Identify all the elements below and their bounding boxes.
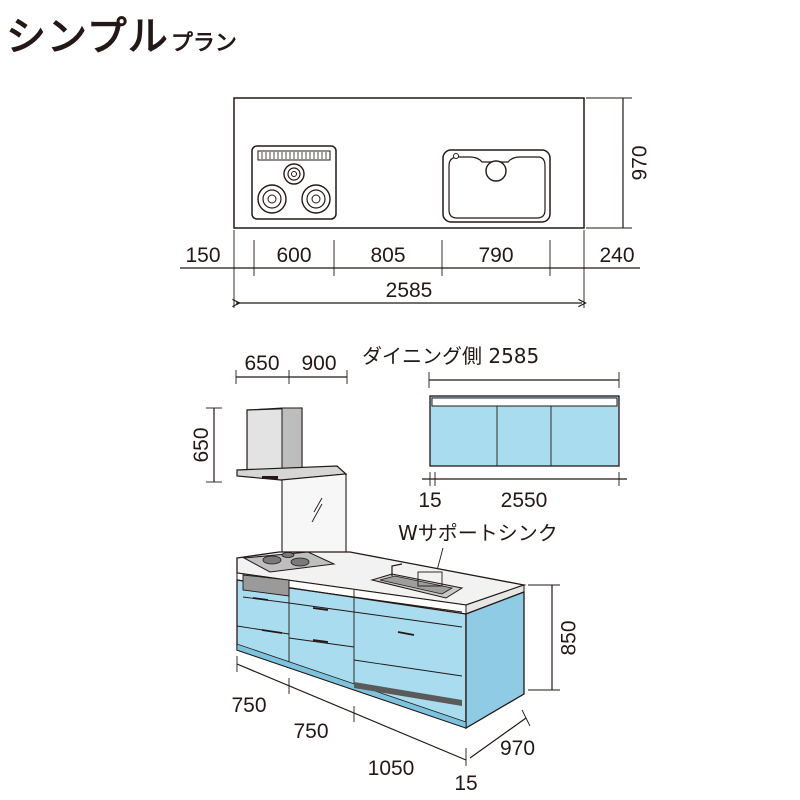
kitchen-depth-label: 970 [500, 737, 535, 760]
burner-icon [257, 163, 331, 214]
plan-title: シンプルプラン [6, 4, 237, 62]
kitchen-width-2: 750 [293, 720, 328, 743]
plan-depth-label: 970 [628, 145, 651, 180]
plan-segment-4: 790 [478, 244, 513, 267]
plan-segment-5: 240 [599, 244, 634, 267]
plan-title-sub: プラン [170, 31, 237, 56]
plan-segment-2: 600 [276, 244, 311, 267]
kitchen-perspective [236, 407, 527, 730]
sink-bowl [442, 149, 551, 223]
kitchen-width-dimensions: 750 750 1050 [231, 656, 467, 780]
stove-top [251, 145, 337, 220]
glass-panel [281, 473, 347, 558]
kitchen-width-3: 1050 [368, 757, 415, 780]
plan-segment-3: 805 [370, 244, 405, 267]
kitchen-height-label: 850 [557, 620, 580, 655]
sink-label: Wサポートシンク [398, 521, 558, 545]
cabinet-handles [252, 597, 415, 643]
kitchen-depth-dimension: 970 15 [454, 709, 535, 795]
stove-top [242, 551, 336, 573]
plan-title-main: シンプル [6, 14, 169, 60]
hood-width-a: 650 [244, 352, 279, 375]
kitchen-height-dimension: 850 [528, 584, 580, 691]
plan-view: 970 150 600 805 790 240 2585 [180, 97, 651, 308]
kitchen-width-1: 750 [231, 694, 266, 717]
sink-bowl [370, 563, 464, 599]
dining-side-label: ダイニング側 2585 [362, 344, 539, 368]
plan-total-label: 2585 [386, 279, 433, 302]
kitchen-end-gap: 15 [454, 772, 477, 795]
dining-left-gap: 15 [418, 489, 441, 512]
cabinet-side [465, 591, 525, 730]
dining-cabinet: ダイニング側 2585 15 2550 [362, 344, 627, 512]
plan-segment-1: 150 [185, 244, 220, 267]
plan-width-dimensions: 150 600 805 790 240 2585 [180, 230, 640, 308]
hood-width-b: 900 [301, 352, 336, 375]
depth-dimension: 970 [586, 97, 651, 229]
dining-width: 2550 [501, 489, 548, 512]
hood-dimensions: 650 900 650 [190, 352, 348, 483]
hood-height: 650 [190, 427, 213, 462]
range-hood [236, 407, 348, 481]
